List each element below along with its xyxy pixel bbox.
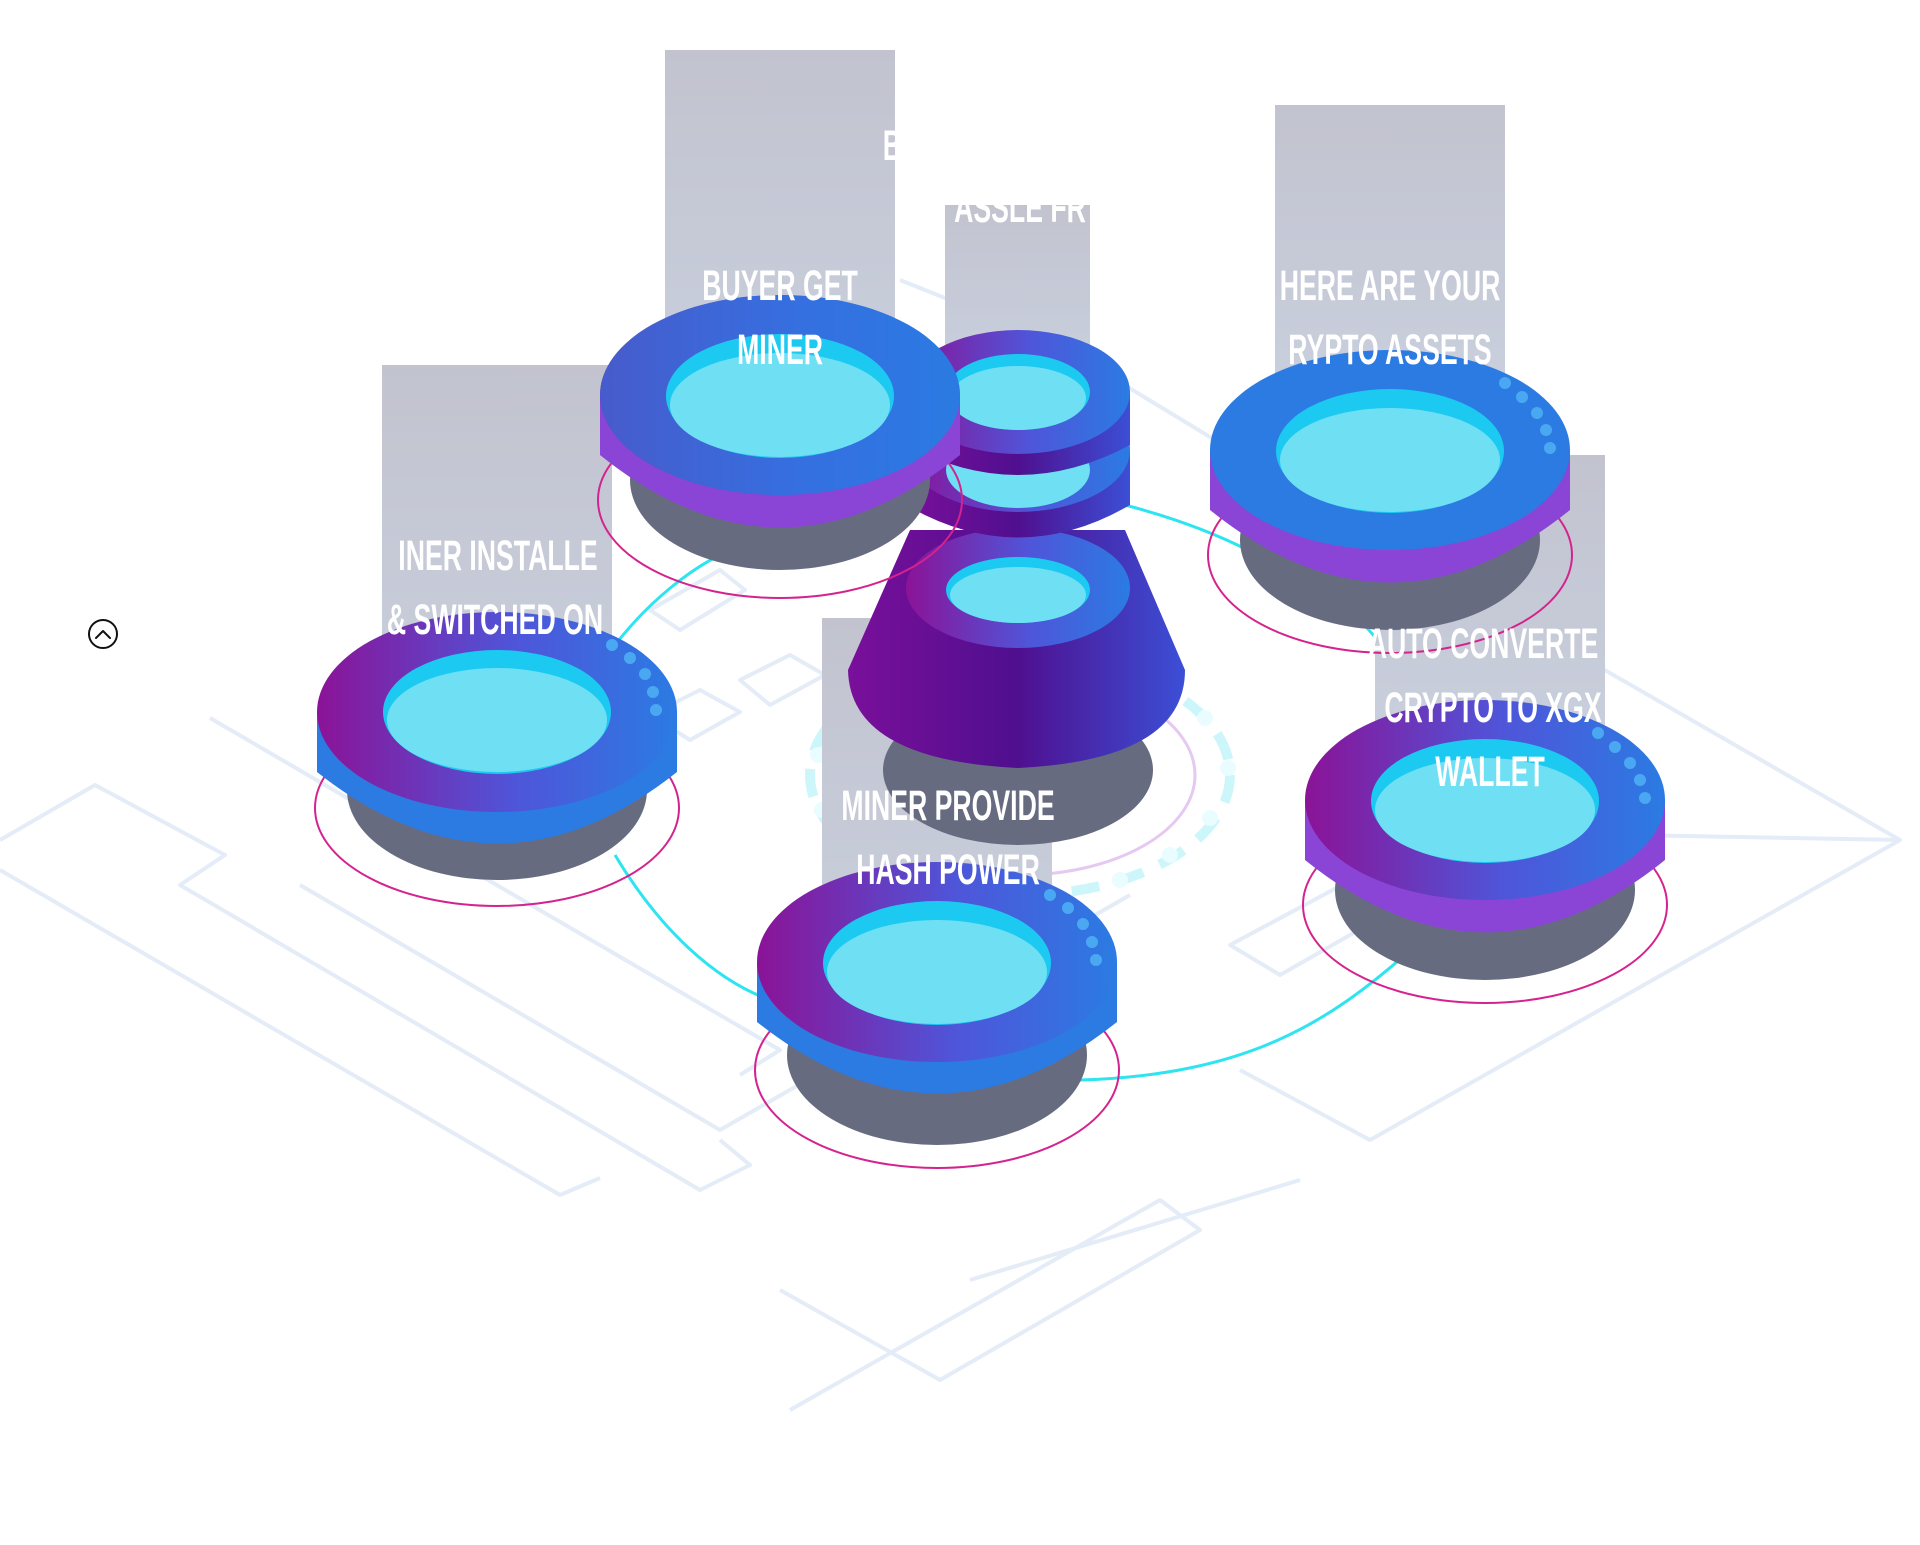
chevron-up-circle-icon[interactable] (88, 619, 118, 649)
disc-node-convert (1302, 700, 1668, 1004)
label-hash-line1: MINER PROVIDE (841, 782, 1054, 830)
center-caption-line2: ASSLE FR (954, 184, 1086, 232)
label-convert-line2: CRYPTO TO XGX (1384, 684, 1601, 732)
label-assets-line2: RYPTO ASSETS (1288, 326, 1491, 374)
panel-assets (1275, 105, 1505, 385)
label-assets-line1: HERE ARE YOUR (1280, 262, 1501, 310)
central-server-tower (848, 330, 1185, 845)
center-caption-line1: BU (883, 122, 922, 170)
disc-node-assets (1207, 350, 1573, 654)
scroll-up-button[interactable] (88, 619, 118, 649)
disc-node-hash (754, 862, 1120, 1169)
label-convert-line1: AUTO CONVERTE (1368, 620, 1599, 668)
label-buyer-line1: BUYER GET (702, 262, 858, 310)
label-convert-line3: WALLET (1435, 748, 1545, 796)
label-installed-line2: & SWITCHED ON (387, 596, 603, 644)
label-installed-line1: INER INSTALLE (398, 532, 597, 580)
disc-node-installed (314, 612, 680, 907)
node-labels: BU ASSLE FR BUYER GET MINER INER INSTALL… (387, 122, 1602, 894)
label-buyer-line2: MINER (737, 326, 823, 374)
disc-node-buyer (597, 295, 963, 599)
label-hash-line2: HASH POWER (856, 846, 1040, 894)
